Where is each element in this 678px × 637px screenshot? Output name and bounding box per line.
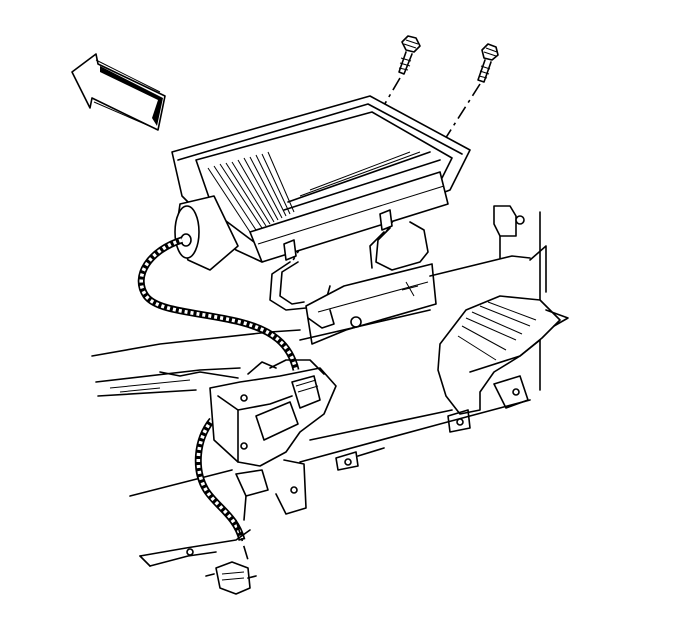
direction-arrow-icon [71, 53, 166, 131]
instrument-panel [91, 205, 547, 497]
lower-bracket-assembly [139, 359, 337, 595]
bolt-icon [398, 35, 421, 75]
right-side-bracket [437, 295, 569, 433]
bolt-icon [477, 43, 499, 83]
module-bracket [269, 221, 437, 345]
wiring-harness [137, 236, 300, 561]
retaining-clip [335, 447, 385, 471]
airbag-module [171, 95, 471, 271]
